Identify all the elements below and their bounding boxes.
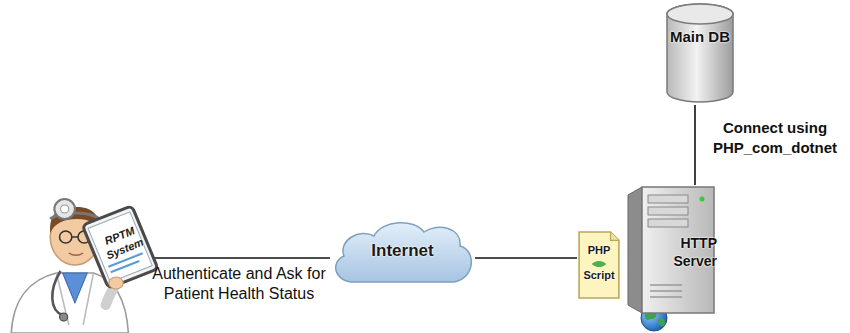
node-label: Main DB — [670, 28, 730, 47]
node-label: PHP Script — [577, 238, 621, 289]
node-label: Internet — [371, 240, 433, 261]
text-wrap: PHP Script — [577, 238, 621, 289]
text-wrap: HTTP Server — [662, 235, 717, 270]
php-script: PHP Script — [577, 230, 621, 300]
edge-label: Connect using PHP_com_dotnet — [706, 118, 844, 159]
database: Main DB — [665, 2, 735, 105]
edge-label: Authenticate and Ask for Patient Health … — [152, 264, 326, 304]
database-cylinder — [665, 2, 735, 105]
node-label: HTTP Server — [662, 235, 717, 270]
script-file-icon — [577, 230, 621, 300]
rptm-doctor: RPTM System — [3, 175, 152, 333]
internet-cloud: Internet — [330, 218, 475, 286]
http-server: HTTP Server — [622, 185, 717, 315]
text-wrap: Main DB — [665, 28, 735, 47]
connector-line — [475, 257, 577, 259]
connector-line — [152, 257, 331, 259]
connector-line — [694, 105, 696, 185]
text-wrap: Internet — [330, 240, 475, 261]
